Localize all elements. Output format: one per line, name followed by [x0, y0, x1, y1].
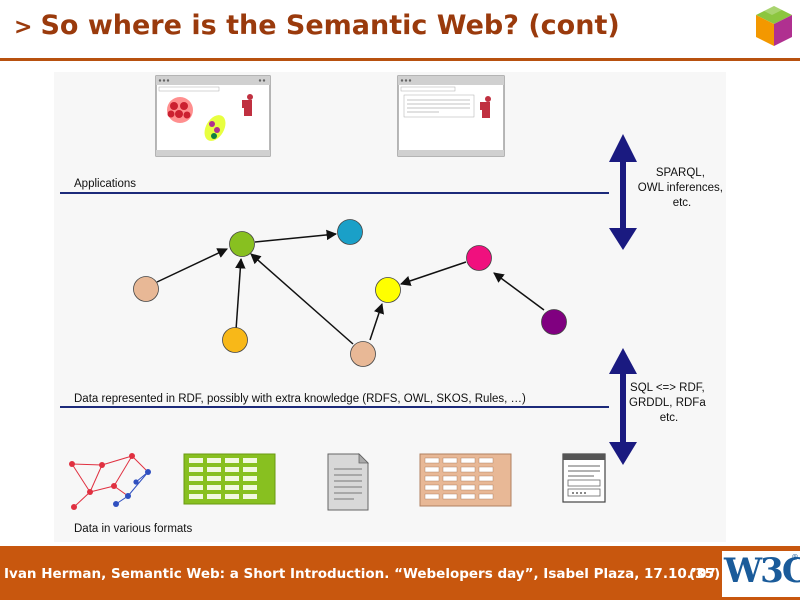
page-number: (35) [689, 566, 721, 582]
edge-purple-pink [493, 272, 545, 311]
rdf-graph-nodes [133, 219, 567, 367]
rdf-label: Data represented in RDF, possibly with e… [74, 393, 526, 405]
node-pink [466, 245, 492, 271]
sql-line-2: GRDDL, RDFa [629, 397, 706, 409]
node-peach [133, 276, 159, 302]
node-blue [337, 219, 363, 245]
w3c-logo-text: W3C [724, 551, 800, 591]
node-orange [222, 327, 248, 353]
slide-title: > So where is the Semantic Web? (cont) [14, 10, 620, 41]
slide-title-text: So where is the Semantic Web? (cont) [40, 10, 620, 41]
semantic-web-cube-logo [756, 6, 792, 46]
sparql-line-2: OWL inferences, [638, 182, 723, 194]
sparql-line-3: etc. [673, 197, 692, 209]
node-peach-2 [350, 341, 376, 367]
sql-line-1: SQL <=> RDF, [630, 382, 705, 394]
formats-label: Data in various formats [74, 523, 192, 535]
node-purple [541, 309, 567, 335]
edge-orange-green [235, 257, 246, 331]
edge-peach-green [156, 248, 228, 283]
semantic-web-diagram: Applications SPARQL, OWL inferences, etc… [54, 72, 726, 542]
edge-peach2-green [250, 253, 354, 345]
spreadsheet-peach-icon [419, 453, 512, 507]
spreadsheet-green-icon [183, 453, 276, 505]
footer-text: Ivan Herman, Semantic Web: a Short Intro… [4, 566, 716, 582]
footer-bar: Ivan Herman, Semantic Web: a Short Intro… [0, 546, 800, 600]
edge-peach2-yellow [369, 303, 384, 341]
edge-pink-yellow [400, 261, 467, 286]
form-page-icon [562, 453, 606, 503]
title-rule [0, 58, 800, 61]
edge-green-blue [254, 229, 338, 243]
sparql-annotation: SPARQL, OWL inferences, etc. [638, 167, 726, 209]
browser-window-2 [397, 75, 505, 157]
node-green [229, 231, 255, 257]
sparql-double-arrow [609, 134, 637, 250]
sparql-line-1: SPARQL, [656, 167, 705, 179]
w3c-logo[interactable]: W3C ® [722, 551, 800, 597]
molecule-image [167, 94, 253, 141]
sql-double-arrow [609, 348, 637, 465]
applications-label: Applications [74, 178, 136, 190]
browser-window-1 [155, 75, 271, 157]
sql-line-3: etc. [660, 412, 679, 424]
document-icon [327, 453, 369, 511]
node-yellow [375, 277, 401, 303]
bullet-marker: > [14, 15, 33, 40]
sql-annotation: SQL <=> RDF, GRDDL, RDFa etc. [629, 382, 709, 424]
registered-mark: ® [791, 553, 799, 562]
rdf-graph-edges [156, 229, 545, 345]
network-graph-icon [69, 453, 151, 510]
